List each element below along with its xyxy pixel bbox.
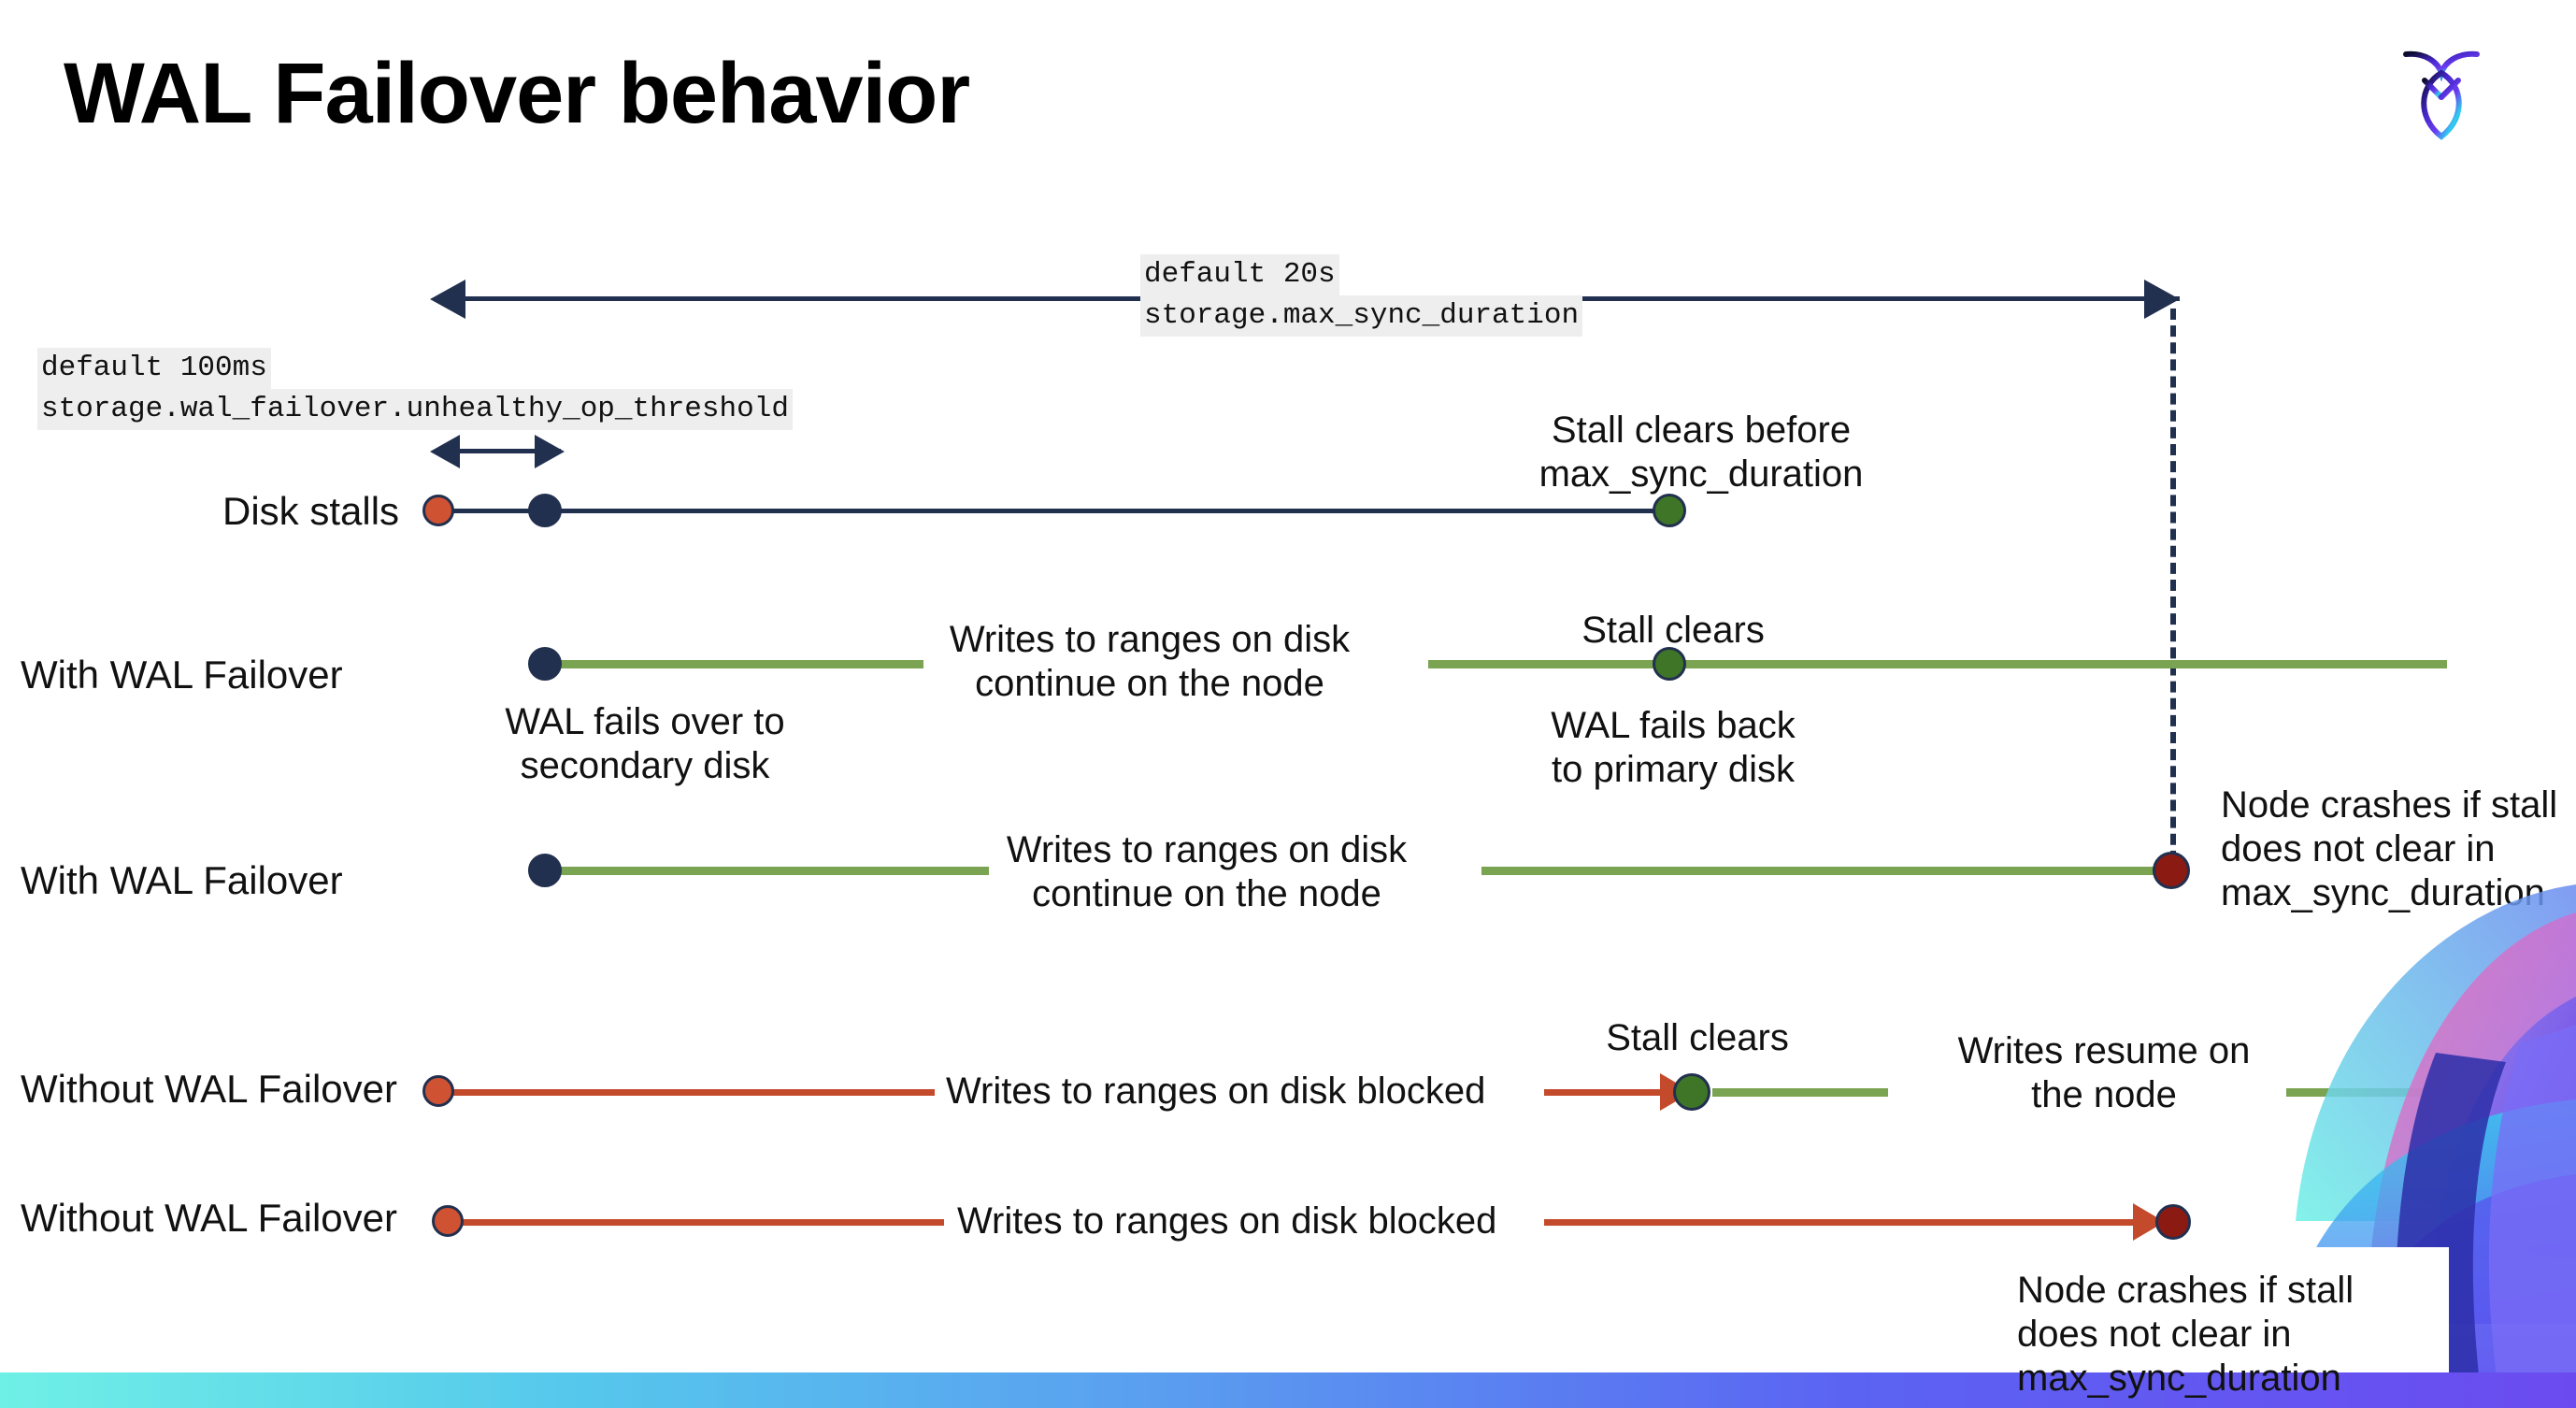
- without-wal-failover-2-start-dot: [432, 1205, 464, 1237]
- note-wal-fails-back-line2: to primary disk: [1551, 749, 1796, 790]
- row-label-disk-stalls: Disk stalls: [222, 489, 400, 533]
- note-writes-blocked-1: Writes to ranges on disk blocked: [946, 1070, 1486, 1112]
- max-sync-default-chip: default 20s: [1140, 254, 1339, 295]
- note-writes-continue-a-line2: continue on the node: [975, 663, 1324, 704]
- note-writes-resume-line2: the node: [2031, 1074, 2177, 1115]
- with-wal-failover-1-segment-b: [1428, 660, 2447, 668]
- with-wal-failover-2-segment-b: [1481, 867, 2173, 875]
- note-writes-continue-a-line1: Writes to ranges on disk: [949, 619, 1351, 660]
- note-stall-clears-row2: Stall clears: [1581, 610, 1765, 651]
- note-node-crashes-2-line2: does not clear in: [2017, 1314, 2292, 1355]
- page-title: WAL Failover behavior: [64, 46, 970, 141]
- note-wal-fails-back-line1: WAL fails back: [1551, 705, 1796, 746]
- bottom-gradient-bar: [0, 1372, 2576, 1408]
- unhealthy-threshold-span-line: [439, 449, 561, 453]
- unhealthy-threshold-setting-chip: storage.wal_failover.unhealthy_op_thresh…: [37, 389, 793, 430]
- without-wal-failover-1-start-dot: [422, 1075, 454, 1107]
- note-writes-blocked-2: Writes to ranges on disk blocked: [957, 1200, 1497, 1242]
- row-label-with-wal-failover-1: With WAL Failover: [21, 653, 343, 697]
- note-wal-fails-over-line1: WAL fails over to: [505, 701, 785, 742]
- without-wal-failover-1-clear-dot: [1673, 1073, 1710, 1111]
- without-wal-failover-1-resume-segment-b: [2286, 1088, 2451, 1097]
- note-node-crashes-2-line1: Node crashes if stall: [2017, 1270, 2354, 1311]
- note-stall-clears-before-line1: Stall clears before: [1551, 409, 1852, 451]
- with-wal-failover-2-crash-dot: [2153, 852, 2190, 889]
- max-sync-setting-chip: storage.max_sync_duration: [1140, 295, 1583, 337]
- note-writes-continue-b-line2: continue on the node: [1032, 873, 1381, 914]
- note-stall-clears-before-line2: max_sync_duration: [1538, 453, 1864, 495]
- without-wal-failover-2-crash-dot: [2155, 1204, 2191, 1240]
- without-wal-failover-2-blocked-segment-a: [460, 1219, 944, 1226]
- without-wal-failover-2-blocked-segment-b: [1544, 1219, 2142, 1226]
- note-node-crashes-2-line3: max_sync_duration: [2017, 1358, 2341, 1399]
- disk-stalls-clear-dot: [1653, 494, 1686, 527]
- without-wal-failover-1-blocked-segment-a: [451, 1089, 935, 1096]
- with-wal-failover-1-clear-dot: [1653, 647, 1686, 681]
- with-wal-failover-1-segment-a: [550, 660, 923, 668]
- max-sync-dashed-guide: [2170, 309, 2176, 879]
- with-wal-failover-2-failover-dot: [528, 854, 562, 887]
- note-node-crashes-1-line3: max_sync_duration: [2221, 872, 2545, 913]
- note-wal-fails-over-line2: secondary disk: [520, 745, 770, 786]
- row-label-with-wal-failover-2: With WAL Failover: [21, 858, 343, 902]
- max-sync-left-arrowhead: [430, 280, 465, 319]
- unhealthy-threshold-default-chip: default 100ms: [37, 348, 271, 389]
- disk-stalls-timeline: [437, 509, 1676, 513]
- row-label-without-wal-failover-2: Without WAL Failover: [21, 1196, 397, 1240]
- with-wal-failover-1-failover-dot: [528, 647, 562, 681]
- row-label-without-wal-failover-1: Without WAL Failover: [21, 1067, 397, 1111]
- unhealthy-threshold-left-arrowhead: [430, 435, 460, 468]
- note-stall-clears-row4: Stall clears: [1606, 1017, 1789, 1058]
- cockroachdb-logo-icon: [2385, 32, 2497, 144]
- unhealthy-threshold-right-arrowhead: [535, 435, 565, 468]
- disk-stalls-failover-dot: [528, 494, 562, 527]
- note-writes-continue-b-line1: Writes to ranges on disk: [1006, 829, 1408, 870]
- without-wal-failover-1-blocked-segment-b: [1544, 1089, 1666, 1096]
- note-node-crashes-1-line2: does not clear in: [2221, 828, 2496, 869]
- without-wal-failover-1-resume-segment-a: [1712, 1088, 1888, 1097]
- note-node-crashes-1-line1: Node crashes if stall: [2221, 784, 2558, 826]
- with-wal-failover-2-segment-a: [550, 867, 989, 875]
- note-writes-resume-line1: Writes resume on: [1957, 1030, 2251, 1071]
- disk-stalls-start-dot: [422, 495, 454, 526]
